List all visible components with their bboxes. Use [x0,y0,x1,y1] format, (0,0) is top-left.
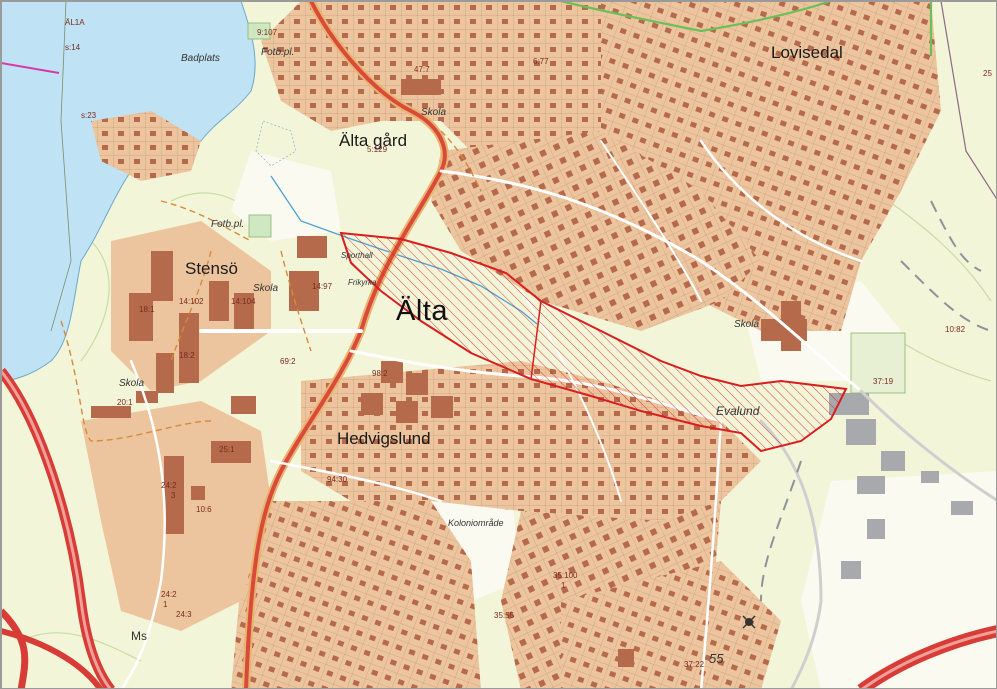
nature-reserve-boundary [560,1,933,56]
property-label: 35:100 [553,571,578,580]
place-lovisedal: Lovisedal [771,43,843,62]
property-label: 69:2 [280,357,296,366]
residential-south-strip [561,561,781,688]
place-evalund: Evalund [716,404,760,418]
property-label: 10:6 [196,505,212,514]
property-label: 9:107 [257,28,278,37]
municipal-boundary [940,1,996,199]
residential-south-west [231,501,481,688]
highway-southwest [1,367,116,688]
label-skola-west: Skola [119,378,145,389]
planning-area-divider [530,300,542,380]
label-fotb-pl-north: Fotb.pl. [261,47,295,58]
trails [760,200,992,602]
property-label: 1 [163,600,168,609]
open-field-4 [801,471,996,688]
property-label: 47:7 [414,65,430,74]
property-label: 98:2 [372,369,388,378]
property-label: 14:104 [231,297,256,306]
label-skola-east: Skola [734,319,760,330]
planning-area [339,231,848,453]
highway-southeast [857,625,996,688]
property-label: 1 [561,581,566,590]
residential-alta-gard [91,111,201,181]
property-label: 20:1 [117,398,133,407]
property-label: 5:129 [367,145,388,154]
road-label-55: 55 [709,651,724,666]
sports-field-1 [248,214,272,238]
sports-field-2 [247,22,271,40]
property-label: 18:2 [179,351,195,360]
property-label: 3 [171,491,176,500]
property-label: 94:30 [327,475,348,484]
sports-field-3 [850,332,906,394]
property-label: 10:82 [945,325,966,334]
footpaths [60,130,482,442]
large-buildings [91,79,807,667]
property-label: 24:3 [176,610,192,619]
property-label: 37:22 [684,660,705,669]
boundary-pink [1,62,60,74]
property-label: 25 [983,69,992,78]
label-skola-north: Skola [421,107,447,118]
label-frikyrka: Frikyrka [348,278,377,287]
property-label: 37:19 [873,377,894,386]
property-label: ÄL1A [65,18,85,27]
property-label: 24:2 [161,481,177,490]
wetland-hatch [255,120,297,167]
road-label-ms: Ms [131,629,147,643]
boundary-grey [50,1,72,332]
property-label: s:14 [65,43,81,52]
viewpoint-icon [742,615,756,629]
place-alta: Älta [396,295,448,327]
property-label: 35:55 [494,611,515,620]
place-hedvigslund: Hedvigslund [337,429,431,448]
lake [1,1,256,381]
property-label: 24:2 [161,590,177,599]
property-label: 25:1 [219,445,235,454]
property-label: 14:102 [179,297,204,306]
label-sporthall: Sporthall [341,251,373,260]
industrial-buildings [829,393,973,579]
label-koloniomrade: Koloniområde [448,518,504,528]
property-label: 6:77 [533,57,549,66]
property-label: s:23 [81,111,97,120]
label-fotb-pl-west: Fotb.pl. [211,219,245,230]
label-skola-stenso: Skola [253,283,279,294]
property-label: 14:97 [312,282,333,291]
label-badplats: Badplats [181,53,220,64]
place-stenso: Stensö [185,259,238,278]
property-label: 18:1 [139,305,155,314]
place-alta-gard: Älta gård [339,131,408,150]
